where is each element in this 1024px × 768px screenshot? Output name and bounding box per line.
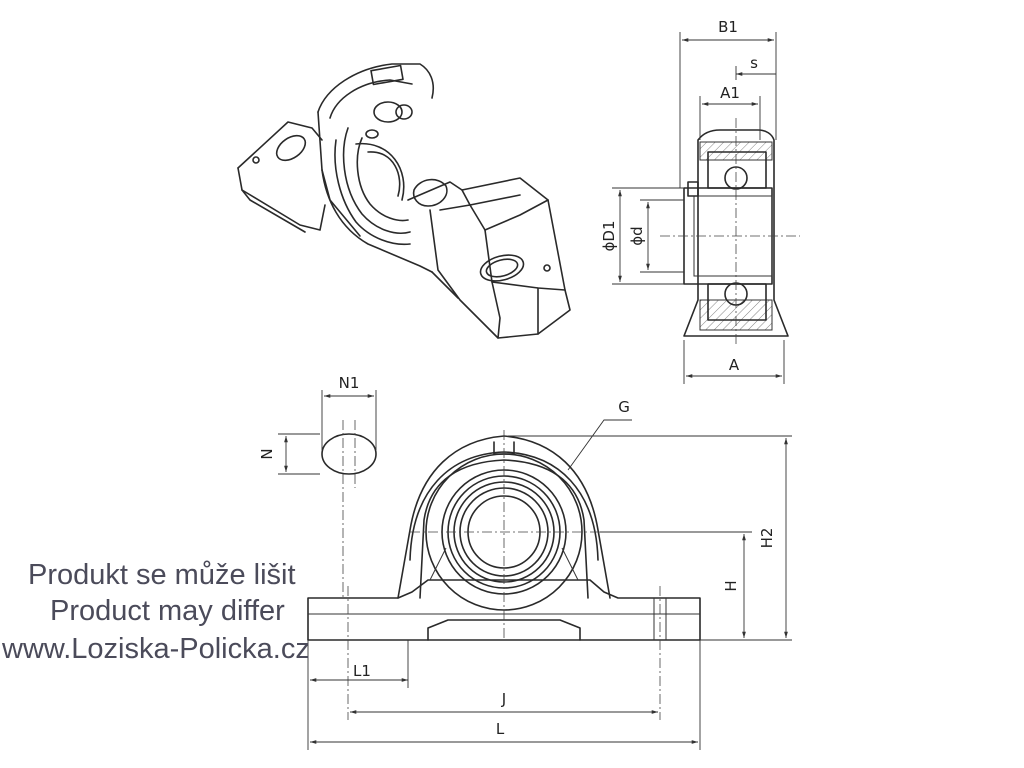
dim-h-label: H xyxy=(722,580,740,591)
isometric-view xyxy=(237,63,571,339)
watermark-line-2: Product may differ xyxy=(50,595,285,627)
dim-n1-label: N1 xyxy=(339,374,360,392)
watermark-website-link: www.Loziska-Policka.cz xyxy=(2,633,310,665)
watermark-line-1: Produkt se může lišit xyxy=(28,559,296,591)
dim-h2-label: H2 xyxy=(758,528,776,549)
dim-l1-label: L1 xyxy=(353,662,371,680)
dim-j-label: J xyxy=(501,690,506,708)
dim-a-label: A xyxy=(729,356,740,374)
dim-a1-label: A1 xyxy=(720,84,740,102)
dim-l-label: L xyxy=(496,720,505,738)
dim-g-label: G xyxy=(618,398,630,416)
dim-s-label: s xyxy=(750,54,758,72)
dim-d-label: ϕd xyxy=(628,226,646,245)
dim-d1-label: ϕD1 xyxy=(600,221,618,252)
side-section-view: B1 s A1 A ϕD1 ϕd xyxy=(600,18,800,384)
front-view: G H2 H L1 J L xyxy=(307,398,792,750)
dim-n-label: N xyxy=(258,448,276,459)
dim-b1-label: B1 xyxy=(718,18,738,36)
slot-detail-view: N1 N xyxy=(258,374,377,600)
